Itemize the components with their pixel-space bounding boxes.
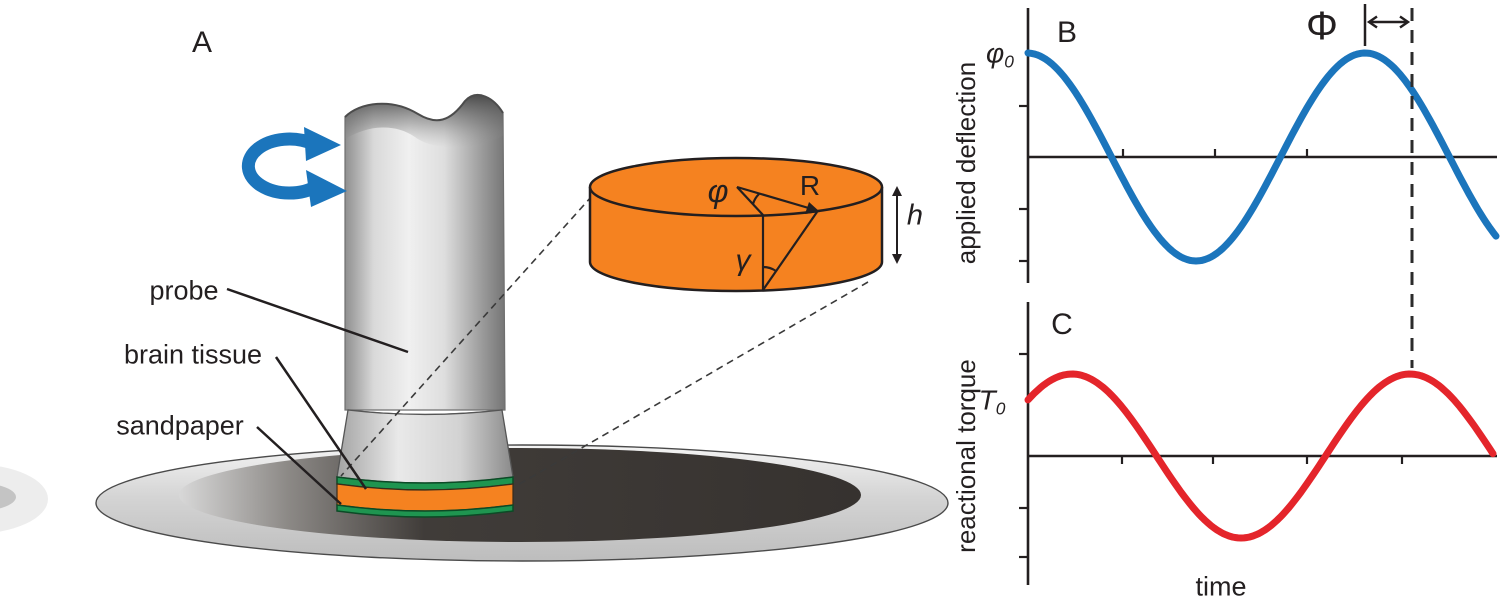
rotation-arrow-icon [241,127,347,207]
brain-tissue-label: brain tissue [123,339,263,370]
panelA-letter: A [191,26,213,59]
zoom-connector-lines [340,195,869,487]
deflection-amplitude-label: φ0 [986,37,1014,72]
probe-label: probe [149,275,219,306]
panelB-ylabel: applied deflection [951,61,981,265]
probe-top-shade [345,94,503,148]
panelC-letter: C [1051,308,1073,341]
leader-lines [226,287,409,505]
platform-edge [0,466,48,532]
time-axis-label: time [1195,571,1247,600]
brain-tissue-leader-line [274,356,368,490]
height-symbol: h [906,199,924,232]
sandpaper-label: sandpaper [116,410,244,441]
sandpaper-leader-line [256,426,342,505]
panelB-letter: B [1056,16,1078,49]
phase-shift-label: Φ [1306,4,1338,48]
sandpaper-layer-bottom [336,504,514,518]
probe-top-edge [344,94,504,122]
torque-amplitude-label: T0 [978,384,1006,419]
height-arrowhead-down [892,254,902,264]
height-arrowhead-up [892,186,902,196]
panelC-ylabel: reactional torque [951,359,981,553]
probe-leader-line [226,287,409,354]
radius-symbol: R [799,170,821,201]
specimen-disc-inset [588,156,902,293]
radius-arrowhead [805,202,820,214]
gamma-symbol: γ [735,244,751,277]
phi-symbol: φ [707,173,729,209]
